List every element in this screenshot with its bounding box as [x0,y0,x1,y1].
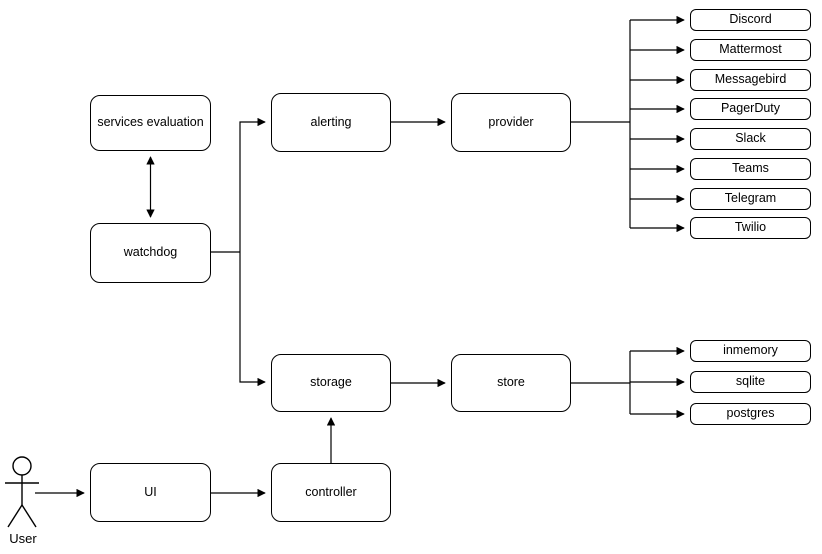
node-storage[interactable]: storage [271,354,391,412]
node-label: UI [144,484,157,499]
node-store-inmemory[interactable]: inmemory [690,340,811,362]
node-label: Messagebird [714,72,787,87]
node-label: services evaluation [97,115,204,130]
node-provider[interactable]: provider [451,93,571,152]
node-provider-pagerduty[interactable]: PagerDuty [690,98,811,120]
node-store-sqlite[interactable]: sqlite [690,371,811,393]
node-provider-slack[interactable]: Slack [690,128,811,150]
node-label: watchdog [123,245,178,260]
node-label: storage [310,375,352,390]
node-label: postgres [726,406,775,421]
node-label: inmemory [723,343,778,358]
node-store-postgres[interactable]: postgres [690,403,811,425]
node-provider-twilio[interactable]: Twilio [690,217,811,239]
node-label: controller [305,484,357,499]
edge-watchdog-alerting [239,117,266,252]
node-label: alerting [310,114,352,129]
node-label: Discord [729,12,772,27]
node-label: PagerDuty [720,101,781,116]
node-alerting[interactable]: alerting [271,93,391,152]
node-label: sqlite [735,374,766,389]
node-provider-telegram[interactable]: Telegram [690,188,811,210]
edge-watchdog-storage [239,252,266,387]
node-controller[interactable]: controller [271,463,391,522]
node-label: provider [488,114,534,129]
node-watchdog[interactable]: watchdog [90,223,211,283]
node-ui[interactable]: UI [90,463,211,522]
node-label: Telegram [724,191,777,206]
user-actor-icon [5,456,39,528]
node-label: store [497,375,525,390]
node-provider-teams[interactable]: Teams [690,158,811,180]
node-label: Twilio [734,220,767,235]
node-label: Mattermost [719,42,782,57]
user-actor-label: User [9,531,37,546]
node-label: Teams [732,161,769,176]
node-provider-discord[interactable]: Discord [690,9,811,31]
node-provider-mattermost[interactable]: Mattermost [690,39,811,61]
node-store[interactable]: store [451,354,571,412]
node-label: Slack [735,131,766,146]
node-provider-messagebird[interactable]: Messagebird [690,69,811,91]
node-services-evaluation[interactable]: services evaluation [90,95,211,151]
